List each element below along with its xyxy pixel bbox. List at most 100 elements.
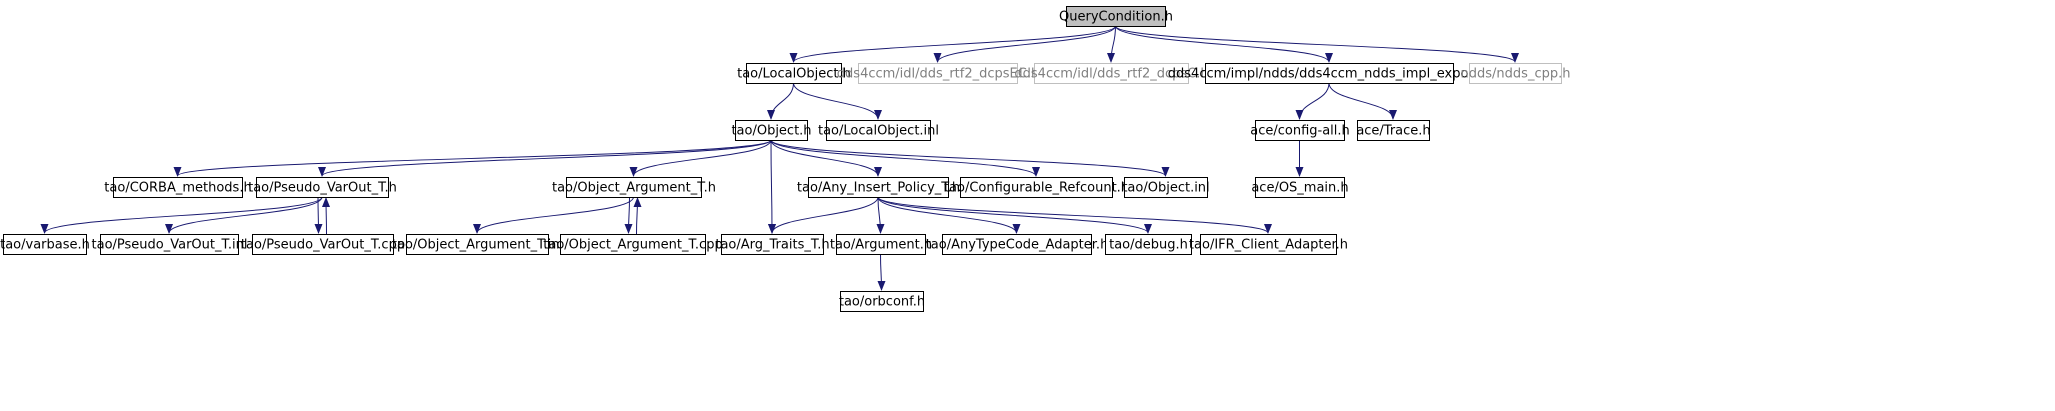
edge-objarg-to-objarginl xyxy=(473,196,634,234)
edge-object-to-pseudo xyxy=(318,139,772,177)
node-box xyxy=(1105,234,1192,255)
edge-object-to-anyins xyxy=(770,139,882,177)
node-label: ace/OS_main.h xyxy=(1251,181,1348,196)
edge-object-to-objinl xyxy=(770,139,1170,177)
edge-ddsexp-to-trace xyxy=(1328,82,1397,120)
node-box xyxy=(3,234,87,255)
edge-argument-to-orbconf xyxy=(877,253,886,291)
node-box xyxy=(113,177,243,198)
node-label: tao/debug.h xyxy=(1109,238,1188,253)
edge-anyins-to-argtraits xyxy=(768,196,879,234)
edge-object-to-corba xyxy=(173,139,772,177)
edge-objargcpp-to-objarg xyxy=(633,197,642,235)
node-objarg[interactable]: tao/Object_Argument_T.h xyxy=(552,177,716,198)
node-label: tao/varbase.h xyxy=(0,238,90,253)
node-debug[interactable]: tao/debug.h xyxy=(1105,234,1192,255)
node-confref[interactable]: tao/Configurable_Refcount.h xyxy=(944,177,1129,198)
node-ifr[interactable]: tao/IFR_Client_Adapter.h xyxy=(1189,234,1348,255)
node-box xyxy=(100,234,239,255)
node-box xyxy=(1124,177,1208,198)
node-box xyxy=(1200,234,1337,255)
edge-localobj-to-localinl xyxy=(793,82,882,120)
node-box xyxy=(836,234,926,255)
node-argtraits[interactable]: tao/Arg_Traits_T.h xyxy=(715,234,830,255)
edge-ddsexp-to-configall xyxy=(1295,82,1330,120)
node-label: tao/LocalObject.h xyxy=(737,67,851,82)
node-argument[interactable]: tao/Argument.h xyxy=(830,234,932,255)
edge-pseudo-to-pseudoinl xyxy=(165,196,323,234)
node-label: dds4ccm/idl/dds_rtf2_dcpsC.h xyxy=(1014,67,1208,82)
edge-query-to-localobj xyxy=(789,25,1116,63)
node-label: tao/AnyTypeCode_Adapter.h xyxy=(926,238,1109,253)
node-box xyxy=(960,177,1113,198)
node-label: tao/Pseudo_VarOut_T.h xyxy=(248,181,397,196)
node-localobj[interactable]: tao/LocalObject.h xyxy=(737,63,851,84)
node-label: tao/Arg_Traits_T.h xyxy=(715,238,829,253)
node-box xyxy=(858,63,1018,84)
node-box xyxy=(721,234,824,255)
node-label: ace/Trace.h xyxy=(1356,124,1430,139)
node-label: QueryCondition.h xyxy=(1059,10,1173,25)
node-label: ace/config-all.h xyxy=(1250,124,1350,139)
node-box xyxy=(1205,63,1454,84)
node-box xyxy=(746,63,842,84)
node-box xyxy=(942,234,1092,255)
node-query[interactable]: QueryCondition.h xyxy=(1059,6,1173,27)
edge-objarg-to-objargcpp xyxy=(624,196,633,234)
node-ddsec[interactable]: dds4ccm/idl/dds_rtf2_dcpsEC.h xyxy=(837,63,1039,84)
edge-anyins-to-ifr xyxy=(877,196,1272,234)
node-box xyxy=(252,234,394,255)
node-label: tao/IFR_Client_Adapter.h xyxy=(1189,238,1348,253)
edge-object-to-objarg xyxy=(629,139,772,177)
node-trace[interactable]: ace/Trace.h xyxy=(1356,120,1431,141)
node-label: tao/Object_Argument_T.inl xyxy=(392,238,563,253)
node-box xyxy=(256,177,389,198)
node-box xyxy=(1255,120,1345,141)
node-objarginl[interactable]: tao/Object_Argument_T.inl xyxy=(392,234,563,255)
node-configall[interactable]: ace/config-all.h xyxy=(1250,120,1350,141)
node-nddscpp[interactable]: ndds/ndds_cpp.h xyxy=(1461,63,1571,84)
node-objargcpp[interactable]: tao/Object_Argument_T.cpp xyxy=(543,234,723,255)
node-localinl[interactable]: tao/LocalObject.inl xyxy=(818,120,939,141)
node-pseudo[interactable]: tao/Pseudo_VarOut_T.h xyxy=(248,177,397,198)
edge-object-to-argtraits xyxy=(767,139,776,234)
node-varbase[interactable]: tao/varbase.h xyxy=(0,234,90,255)
node-label: dds4ccm/impl/ndds/dds4ccm_ndds_impl_expo… xyxy=(1168,67,1491,82)
node-label: tao/Object_Argument_T.cpp xyxy=(543,238,722,253)
node-osmain[interactable]: ace/OS_main.h xyxy=(1251,177,1349,198)
node-corba[interactable]: tao/CORBA_methods.h xyxy=(104,177,252,198)
edge-object-to-confref xyxy=(770,139,1040,177)
node-pseudocpp[interactable]: tao/Pseudo_VarOut_T.cpp xyxy=(241,234,405,255)
node-box xyxy=(840,291,924,312)
node-ddsc[interactable]: dds4ccm/idl/dds_rtf2_dcpsC.h xyxy=(1014,63,1209,84)
node-box xyxy=(808,177,949,198)
edge-pseudo-to-pseudocpp xyxy=(314,196,323,234)
node-box xyxy=(1066,6,1166,27)
node-object[interactable]: tao/Object.h xyxy=(731,120,812,141)
node-orbconf[interactable]: tao/orbconf.h xyxy=(839,291,925,312)
node-anytype[interactable]: tao/AnyTypeCode_Adapter.h xyxy=(926,234,1109,255)
node-label: tao/Pseudo_VarOut_T.inl xyxy=(92,238,248,253)
edge-localobj-to-object xyxy=(767,82,794,120)
edge-query-to-nddscpp xyxy=(1115,25,1519,63)
edge-query-to-ddsexp xyxy=(1115,25,1333,63)
edge-query-to-ddsec xyxy=(933,25,1116,63)
node-label: tao/Object.inl xyxy=(1122,181,1209,196)
node-label: tao/Object.h xyxy=(731,124,811,139)
edge-pseudo-to-varbase xyxy=(40,196,323,234)
node-label: tao/LocalObject.inl xyxy=(818,124,939,139)
edge-anyins-to-anytype xyxy=(877,196,1021,234)
node-pseudoinl[interactable]: tao/Pseudo_VarOut_T.inl xyxy=(92,234,248,255)
node-anyins[interactable]: tao/Any_Insert_Policy_T.h xyxy=(797,177,960,198)
node-box xyxy=(560,234,706,255)
node-box xyxy=(566,177,702,198)
edges-layer xyxy=(40,25,1519,291)
node-label: tao/orbconf.h xyxy=(839,295,925,310)
node-box xyxy=(1357,120,1430,141)
node-box xyxy=(1255,177,1345,198)
node-objinl[interactable]: tao/Object.inl xyxy=(1122,177,1210,198)
edge-query-to-ddsc xyxy=(1107,25,1116,63)
node-label: tao/Object_Argument_T.h xyxy=(552,181,716,196)
node-ddsexp[interactable]: dds4ccm/impl/ndds/dds4ccm_ndds_impl_expo… xyxy=(1168,63,1491,84)
